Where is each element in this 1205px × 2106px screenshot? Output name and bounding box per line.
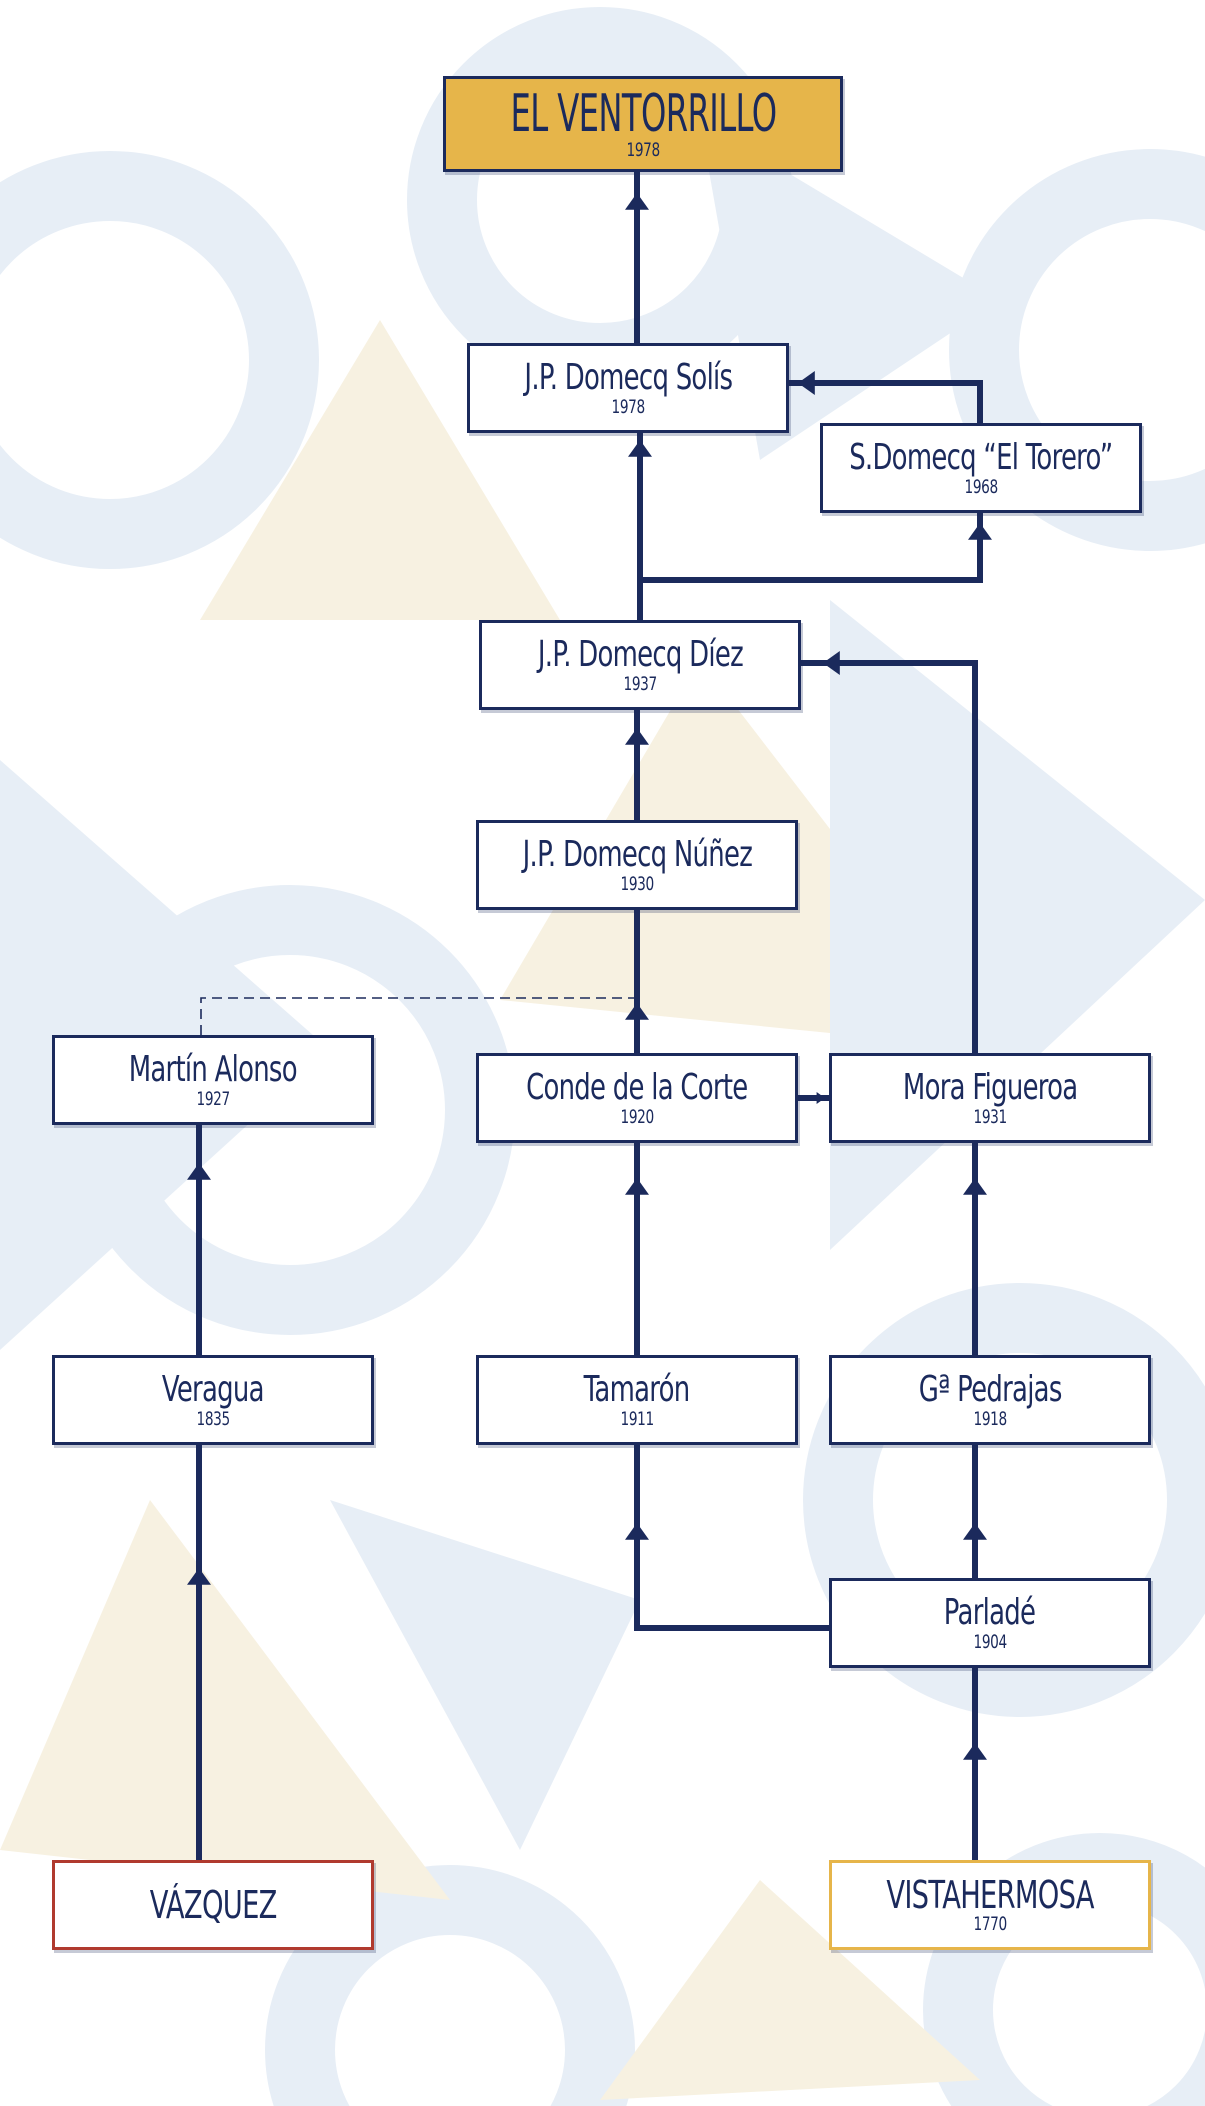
node-vazquez: VÁZQUEZ	[52, 1860, 374, 1950]
link-line	[634, 1445, 829, 1631]
node-veragua: Veragua 1835	[52, 1355, 374, 1445]
link-tamaron-to-conde-de-la-corte	[625, 1143, 649, 1355]
node-name: EL VENTORRILLO	[510, 84, 777, 144]
link-line	[801, 660, 978, 1053]
arrowhead-icon	[963, 1743, 987, 1760]
pattern-triangle	[600, 1880, 980, 2100]
link-jp-domecq-diez-to-jp-domecq-solis	[628, 433, 652, 620]
arrowhead-icon	[625, 1003, 649, 1020]
link-parlade-to-ga-pedrajas	[963, 1445, 987, 1578]
dashed-link-line	[200, 997, 637, 1035]
arrowhead-icon	[816, 1092, 825, 1104]
node-ga-pedrajas: Gª Pedrajas 1918	[829, 1355, 1151, 1445]
node-name: Tamarón	[584, 1369, 691, 1410]
node-name: Martín Alonso	[128, 1049, 298, 1090]
pattern-triangle	[0, 1500, 450, 1900]
arrowhead-icon	[187, 1568, 211, 1585]
pattern-ring	[949, 149, 1205, 551]
node-year: 1920	[620, 1106, 654, 1128]
node-name: J.P. Domecq Díez	[537, 634, 743, 675]
link-parlade-to-tamaron	[625, 1445, 829, 1631]
node-year: 1918	[973, 1408, 1007, 1430]
node-year: 1968	[964, 476, 998, 498]
link-line	[789, 380, 983, 423]
node-jp-domecq-nunez: J.P. Domecq Núñez 1930	[476, 820, 798, 910]
link-veragua-to-martin-alonso	[187, 1125, 211, 1355]
link-martin-alonso-to-jp-domecq-nunez	[200, 997, 637, 1035]
pattern-ring	[0, 151, 319, 569]
node-mora-figueroa: Mora Figueroa 1931	[829, 1053, 1151, 1143]
node-year: 1978	[626, 139, 660, 161]
arrowhead-icon	[968, 523, 992, 540]
node-name: Parladé	[944, 1592, 1036, 1633]
arrowhead-icon	[628, 440, 652, 457]
link-conde-de-la-corte-to-jp-domecq-nunez	[625, 910, 649, 1053]
arrowhead-icon	[963, 1178, 987, 1195]
arrowhead-icon	[823, 651, 840, 675]
node-year: 1937	[623, 673, 657, 695]
node-year: 1931	[973, 1106, 1007, 1128]
node-s-domecq-el-torero: S.Domecq “El Torero” 1968	[820, 423, 1142, 513]
node-year: 1904	[973, 1631, 1007, 1653]
node-name: J.P. Domecq Núñez	[522, 834, 752, 875]
node-year: 1978	[611, 396, 645, 418]
node-name: VISTAHERMOSA	[886, 1873, 1094, 1917]
node-year: 1930	[620, 873, 654, 895]
link-jp-domecq-diez-to-s-domecq-el-torero	[640, 513, 992, 583]
link-vazquez-to-veragua	[187, 1445, 211, 1860]
node-name: S.Domecq “El Torero”	[849, 437, 1113, 478]
arrowhead-icon	[625, 1523, 649, 1540]
arrowhead-icon	[625, 1178, 649, 1195]
node-tamaron: Tamarón 1911	[476, 1355, 798, 1445]
link-conde-de-la-corte-to-mora-figueroa	[798, 1092, 829, 1104]
node-parlade: Parladé 1904	[829, 1578, 1151, 1668]
node-name: Gª Pedrajas	[918, 1369, 1063, 1410]
node-conde-de-la-corte: Conde de la Corte 1920	[476, 1053, 798, 1143]
link-vistahermosa-to-parlade	[963, 1668, 987, 1860]
arrowhead-icon	[187, 1163, 211, 1180]
link-line	[640, 513, 983, 583]
arrowhead-icon	[625, 728, 649, 745]
arrowhead-icon	[625, 193, 649, 210]
link-mora-figueroa-to-jp-domecq-diez	[801, 651, 978, 1053]
node-martin-alonso: Martín Alonso 1927	[52, 1035, 374, 1125]
node-jp-domecq-solis: J.P. Domecq Solís 1978	[467, 343, 789, 433]
pattern-shard	[330, 1500, 640, 1850]
node-year: 1911	[620, 1408, 654, 1430]
link-s-domecq-el-torero-to-jp-domecq-solis	[789, 371, 983, 423]
node-el-ventorrillo: EL VENTORRILLO 1978	[443, 76, 843, 172]
node-year: 1927	[196, 1088, 230, 1110]
node-name: Conde de la Corte	[526, 1067, 748, 1108]
arrowhead-icon	[798, 371, 815, 395]
link-jp-domecq-nunez-to-jp-domecq-diez	[625, 710, 649, 820]
link-jp-domecq-solis-to-ventorrillo	[625, 172, 649, 343]
pattern-triangle	[200, 320, 560, 620]
node-name: Mora Figueroa	[902, 1067, 1078, 1108]
node-jp-domecq-diez: J.P. Domecq Díez 1937	[479, 620, 801, 710]
link-ga-pedrajas-to-mora-figueroa	[963, 1143, 987, 1355]
node-year: 1770	[973, 1913, 1007, 1935]
arrowhead-icon	[963, 1523, 987, 1540]
node-vistahermosa: VISTAHERMOSA 1770	[829, 1860, 1151, 1950]
node-name: Veragua	[162, 1369, 265, 1410]
node-name: VÁZQUEZ	[149, 1883, 278, 1927]
pattern-ring	[803, 1283, 1205, 1717]
node-name: J.P. Domecq Solís	[524, 357, 733, 398]
node-year: 1835	[196, 1408, 230, 1430]
